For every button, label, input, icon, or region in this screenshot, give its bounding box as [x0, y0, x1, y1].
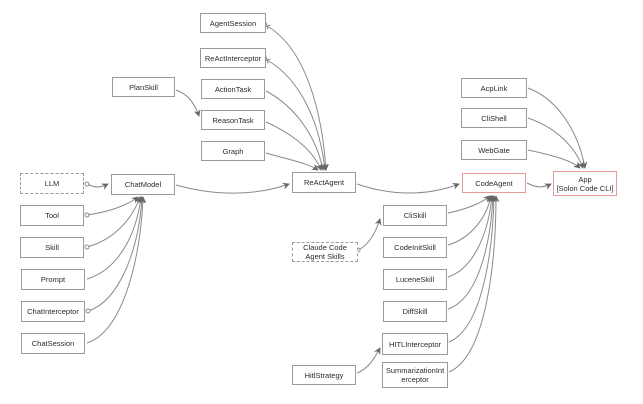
node-lucene-skill: LuceneSkill: [383, 269, 447, 290]
node-agent-session: AgentSession: [200, 13, 266, 33]
node-llm: LLM: [20, 173, 84, 194]
node-tool-label: Tool: [45, 211, 59, 220]
edge-llm-chatmodel: [84, 181, 109, 190]
node-acp-link-label: AcpLink: [480, 83, 508, 93]
edge-claudeskills-cliskill: [355, 218, 382, 253]
edge-codeagent-app: [526, 182, 552, 190]
node-code-init-skill-label: CodeInitSkill: [394, 243, 436, 252]
node-react-interceptor: ReActInterceptor: [200, 48, 266, 68]
edge-chatmodel-reactagent: [175, 182, 290, 194]
edge-tool-chatmodel: [84, 196, 139, 218]
node-llm-label: LLM: [44, 179, 60, 188]
node-reason-task-label: ReasonTask: [212, 115, 254, 125]
edge-skill-chatmodel: [84, 196, 142, 250]
edge-planskill-reasontask: [175, 89, 201, 117]
edge-diffskill-codeagent: [447, 195, 497, 310]
node-diff-skill: DiffSkill: [383, 301, 447, 322]
node-cli-skill: CliSkill: [383, 205, 447, 226]
edge-agentsession-reactagent: [263, 22, 330, 171]
node-skill: Skill: [20, 237, 84, 258]
node-lucene-skill-label: LuceneSkill: [395, 275, 435, 284]
node-cli-shell: CliShell: [461, 108, 527, 128]
node-prompt: Prompt: [21, 269, 85, 290]
edge-graph-reactagent: [265, 152, 319, 171]
node-diff-skill-label: DiffSkill: [402, 307, 428, 316]
node-react-agent: ReActAgent: [292, 172, 356, 193]
edge-chatinterceptor-chatmodel: [85, 196, 146, 314]
node-claude-code-agent-skills: Claude Code Agent Skills: [292, 242, 358, 262]
node-claude-code-agent-skills-label: Claude Code Agent Skills: [303, 243, 347, 261]
node-code-agent: CodeAgent: [462, 173, 526, 193]
node-chat-interceptor-label: ChatInterceptor: [27, 307, 79, 316]
edge-actiontask-reactagent: [265, 90, 326, 171]
node-app: App [Solon Code CLI]: [553, 171, 617, 196]
node-web-gate: WebGate: [461, 140, 527, 160]
node-acp-link: AcpLink: [461, 78, 527, 98]
node-graph: Graph: [201, 141, 265, 161]
node-chat-session: ChatSession: [21, 333, 85, 354]
node-plan-skill-label: PlanSkill: [129, 82, 158, 92]
node-react-agent-label: ReActAgent: [303, 178, 345, 187]
edge-codeinitskill-codeagent: [447, 195, 494, 246]
node-web-gate-label: WebGate: [478, 145, 510, 155]
node-code-init-skill: CodeInitSkill: [383, 237, 447, 258]
edge-cliskill-codeagent: [447, 195, 491, 214]
node-hitl-interceptor-label: HITLInterceptor: [388, 339, 442, 349]
node-summarization-interceptor: SummarizationInterceptor: [382, 362, 448, 388]
node-graph-label: Graph: [222, 146, 244, 156]
edge-hitlstrategy-hitlinterceptor: [356, 347, 381, 374]
node-chat-session-label: ChatSession: [31, 339, 75, 348]
edge-chatsession-chatmodel: [86, 196, 147, 344]
node-tool: Tool: [20, 205, 84, 226]
edge-acplink-app: [527, 87, 588, 169]
node-skill-label: Skill: [45, 243, 59, 252]
node-reason-task: ReasonTask: [201, 110, 265, 130]
node-chat-model: ChatModel: [111, 174, 175, 195]
node-cli-shell-label: CliShell: [481, 113, 507, 123]
edge-webgate-app: [527, 149, 581, 169]
edge-reactinterceptor-reactagent: [263, 56, 328, 171]
edge-reactagent-codeagent: [356, 182, 460, 194]
node-prompt-label: Prompt: [40, 275, 66, 284]
edge-clishell-app: [527, 117, 585, 169]
node-cli-skill-label: CliSkill: [403, 211, 427, 220]
edge-summarization-codeagent: [448, 195, 500, 373]
edge-luceneskill-codeagent: [447, 195, 495, 278]
node-app-sublabel: [Solon Code CLI]: [556, 183, 614, 193]
node-agent-session-label: AgentSession: [209, 18, 257, 28]
node-summarization-interceptor-label: SummarizationInterceptor: [385, 366, 445, 384]
node-chat-model-label: ChatModel: [124, 180, 162, 189]
node-app-label: App: [578, 174, 592, 184]
node-react-interceptor-label: ReActInterceptor: [204, 53, 262, 63]
node-code-agent-label: CodeAgent: [475, 178, 513, 188]
edge-reasontask-reactagent: [265, 121, 323, 171]
node-hitl-strategy-label: HitlStrategy: [304, 370, 344, 380]
edge-hitlinterceptor-codeagent: [448, 195, 498, 343]
node-chat-interceptor: ChatInterceptor: [21, 301, 85, 322]
node-hitl-interceptor: HITLInterceptor: [382, 333, 448, 355]
node-hitl-strategy: HitlStrategy: [292, 365, 356, 385]
node-action-task-label: ActionTask: [214, 84, 252, 94]
node-action-task: ActionTask: [201, 79, 265, 99]
node-plan-skill: PlanSkill: [112, 77, 175, 97]
